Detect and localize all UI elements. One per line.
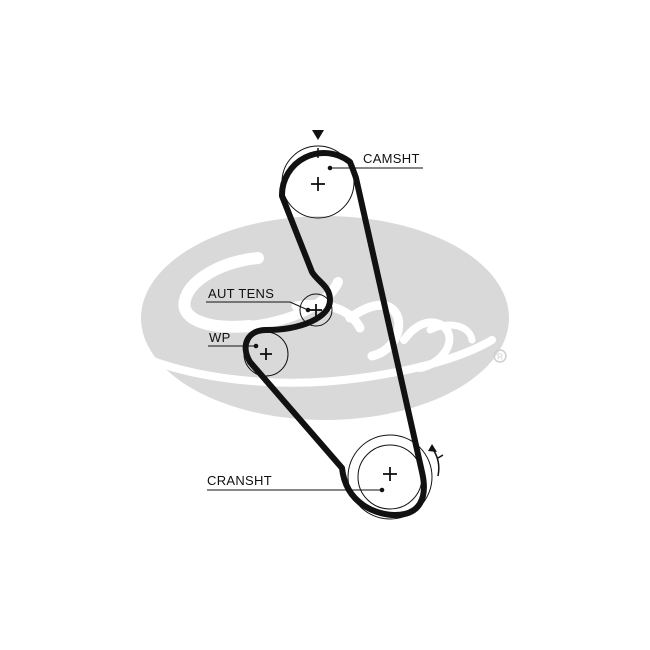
registered-icon: R: [493, 349, 507, 363]
rotation-arrow-icon: [428, 444, 444, 477]
camshaft-label: CAMSHT: [363, 151, 420, 166]
timing-mark-icon: [312, 130, 324, 158]
timing-belt: [242, 150, 427, 518]
tensioner-pulley: [299, 293, 333, 327]
brand-logo-watermark: R: [141, 216, 509, 420]
tensioner-center-cross: [310, 304, 322, 316]
crankshaft-center-cross: [383, 467, 397, 481]
camshaft-center-cross: [311, 177, 325, 191]
tensioner-label: AUT TENS: [208, 286, 274, 301]
tensioner-leader: [206, 301, 309, 311]
leader-lines: [206, 165, 423, 493]
svg-text:R: R: [497, 353, 503, 362]
crankshaft-pulley-outer: [347, 434, 433, 520]
water-pump-label: WP: [209, 330, 231, 345]
crankshaft-label: CRANSHT: [207, 473, 272, 488]
water-pump-center-cross: [260, 348, 272, 360]
